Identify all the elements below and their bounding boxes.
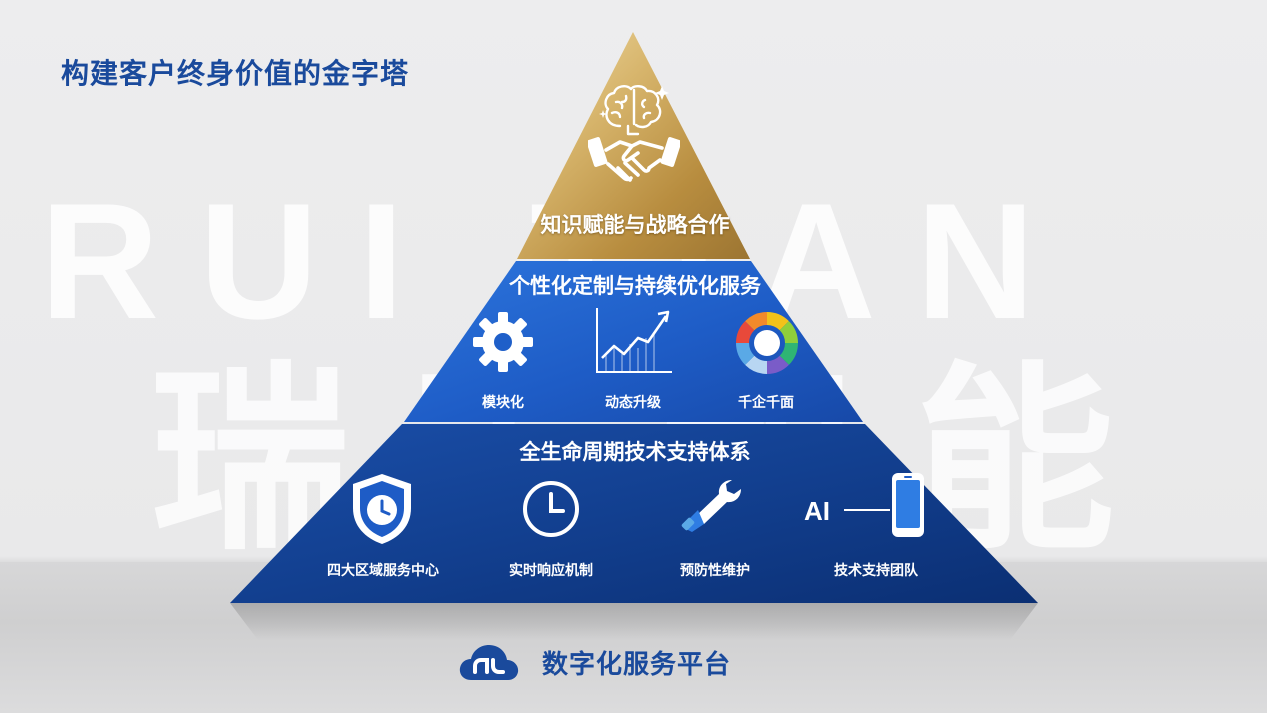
top-tier-label: 知识赋能与战略合作 [540, 213, 730, 237]
ai-label: AI [804, 496, 830, 526]
page-title: 构建客户终身价值的金字塔 [61, 57, 410, 90]
middle-item-label-modular: 模块化 [482, 395, 524, 411]
base-item-label-realtime-response: 实时响应机制 [509, 563, 593, 579]
ai-phone-icon: AI [804, 470, 928, 540]
base-item-label-regional-centers: 四大区域服务中心 [327, 563, 439, 579]
shield-clock-icon [353, 474, 411, 544]
base-tier-label: 全生命周期技术支持体系 [519, 440, 751, 464]
clock-icon [523, 481, 579, 537]
pyramid-shadow [230, 603, 1038, 640]
middle-tier-label: 个性化定制与持续优化服务 [509, 274, 761, 298]
middle-item-label-dynamic-upgrade: 动态升级 [605, 395, 661, 411]
wrench-icon [681, 480, 741, 532]
growth-chart-icon [596, 308, 672, 373]
middle-item-label-customized: 千企千面 [738, 395, 794, 411]
base-item-label-preventive-maintenance: 预防性维护 [680, 563, 750, 579]
color-wheel-icon [736, 312, 798, 374]
base-item-label-support-team: 技术支持团队 [834, 563, 918, 579]
cloud-icon [459, 645, 519, 680]
handshake-icon [588, 137, 680, 182]
pyramid-base-tier [230, 424, 1038, 603]
gear-icon [473, 312, 533, 372]
platform-label: 数字化服务平台 [542, 650, 732, 680]
brain-icon [599, 85, 669, 136]
